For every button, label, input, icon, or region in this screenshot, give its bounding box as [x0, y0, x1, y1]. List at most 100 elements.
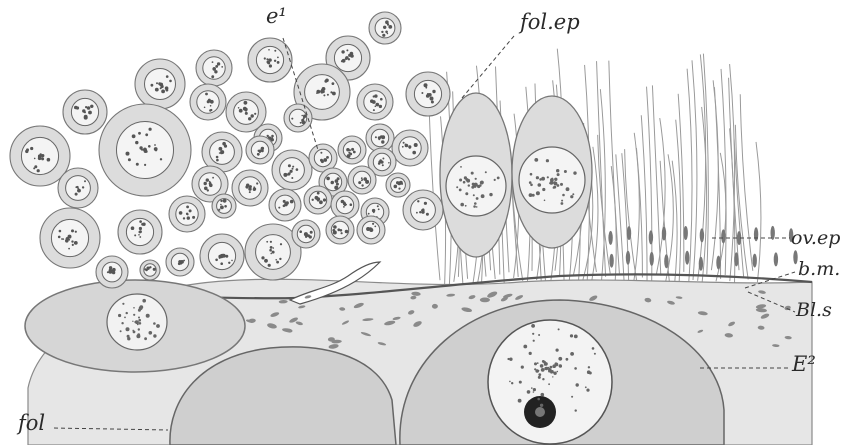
- chromatin-speck: [557, 173, 560, 176]
- chromatin-speck: [473, 205, 476, 208]
- chromatin-speck: [509, 358, 512, 361]
- epithelium-fiber: [616, 154, 624, 280]
- epithelial-nucleus: [609, 254, 613, 268]
- chromatin-speck: [539, 178, 542, 181]
- chromatin-speck: [144, 337, 147, 340]
- epithelial-nucleus: [734, 252, 738, 266]
- chromatin-speck: [572, 193, 574, 195]
- chromatin-speck: [587, 370, 591, 374]
- chromatin-speck: [574, 335, 578, 339]
- chromatin-speck: [133, 331, 136, 334]
- egg-cell: [357, 84, 393, 120]
- epithelial-nucleus: [608, 231, 612, 245]
- egg-cell: [63, 90, 107, 134]
- chromatin-speck: [138, 317, 140, 319]
- egg-cell: [118, 210, 162, 254]
- chromatin-speck: [138, 319, 141, 322]
- chromatin-speck: [550, 366, 553, 369]
- chromatin-speck: [566, 358, 569, 361]
- chromatin-speck: [570, 195, 573, 198]
- chromatin-speck: [561, 202, 564, 205]
- chromatin-speck: [474, 183, 478, 187]
- chromatin-speck: [542, 378, 544, 380]
- chromatin-speck: [139, 305, 143, 309]
- epithelium-fiber: [429, 99, 440, 281]
- egg-cell: [292, 220, 320, 248]
- chromatin-speck: [474, 202, 477, 205]
- egg-cell: [135, 59, 185, 109]
- chromatin-speck: [465, 205, 467, 207]
- chromatin-speck: [460, 203, 464, 207]
- egg-nucleus: [488, 320, 612, 444]
- epithelial-nucleus: [774, 252, 778, 266]
- chromatin-speck: [497, 177, 500, 180]
- chromatin-speck: [551, 181, 553, 183]
- chromatin-speck: [127, 337, 130, 340]
- epithelial-nucleus: [662, 227, 666, 241]
- chromatin-speck: [124, 317, 126, 319]
- egg-cell: [304, 186, 332, 214]
- chromatin-speck: [156, 324, 160, 328]
- chromatin-speck: [122, 303, 124, 305]
- chromatin-speck: [471, 186, 474, 189]
- label-ov-ep: ov.ep: [791, 229, 840, 248]
- chromatin-speck: [153, 334, 156, 337]
- egg-cell: [386, 173, 410, 197]
- chromatin-speck: [534, 368, 536, 370]
- chromatin-speck: [473, 194, 475, 196]
- epithelial-nucleus: [699, 257, 703, 271]
- egg-cell: [232, 170, 268, 206]
- chromatin-speck: [465, 192, 468, 195]
- chromatin-speck: [518, 399, 522, 403]
- epithelial-nucleus: [754, 227, 758, 241]
- chromatin-speck: [529, 181, 532, 184]
- epithelium-fiber: [698, 54, 706, 280]
- chromatin-speck: [456, 186, 458, 188]
- chromatin-speck: [477, 185, 480, 188]
- chromatin-speck: [509, 381, 511, 383]
- chromatin-speck: [534, 158, 538, 162]
- chromatin-speck: [564, 170, 567, 173]
- egg-cell: [58, 168, 98, 208]
- epithelial-nucleus: [649, 230, 653, 244]
- epithelial-nucleus: [716, 256, 720, 270]
- egg-cell: [326, 216, 354, 244]
- epithelium-fiber: [678, 94, 684, 272]
- chromatin-speck: [556, 349, 559, 352]
- chromatin-speck: [544, 363, 546, 365]
- chromatin-speck: [481, 194, 485, 198]
- chromatin-speck: [594, 353, 596, 355]
- chromatin-speck: [142, 299, 146, 303]
- chromatin-speck: [585, 386, 587, 388]
- chromatin-speck: [561, 200, 563, 202]
- chromatin-speck: [533, 340, 535, 342]
- chromatin-speck: [126, 312, 128, 314]
- chromatin-speck: [555, 363, 559, 367]
- chromatin-speck: [551, 178, 553, 180]
- chromatin-speck: [557, 371, 559, 373]
- chromatin-speck: [459, 179, 462, 182]
- egg-cell: [269, 189, 301, 221]
- chromatin-speck: [134, 321, 137, 324]
- chromatin-speck: [139, 322, 142, 325]
- chromatin-speck: [126, 327, 130, 331]
- chromatin-speck: [529, 352, 532, 355]
- chromatin-speck: [120, 330, 122, 332]
- chromatin-speck: [538, 183, 542, 187]
- chromatin-speck: [543, 361, 546, 364]
- chromatin-speck: [459, 189, 462, 192]
- chromatin-speck: [586, 389, 589, 392]
- chromatin-speck: [556, 169, 559, 172]
- egg-cell: [200, 234, 244, 278]
- egg-cell: [40, 208, 100, 268]
- chromatin-speck: [571, 396, 573, 398]
- chromatin-speck: [463, 181, 466, 184]
- chromatin-speck: [541, 368, 545, 372]
- epithelium-fiber: [740, 94, 753, 271]
- epithelial-nucleus: [664, 254, 668, 268]
- leader-fol-ep: [462, 36, 514, 98]
- chromatin-speck: [553, 372, 556, 375]
- chromatin-speck: [476, 206, 478, 208]
- chromatin-speck: [549, 182, 551, 184]
